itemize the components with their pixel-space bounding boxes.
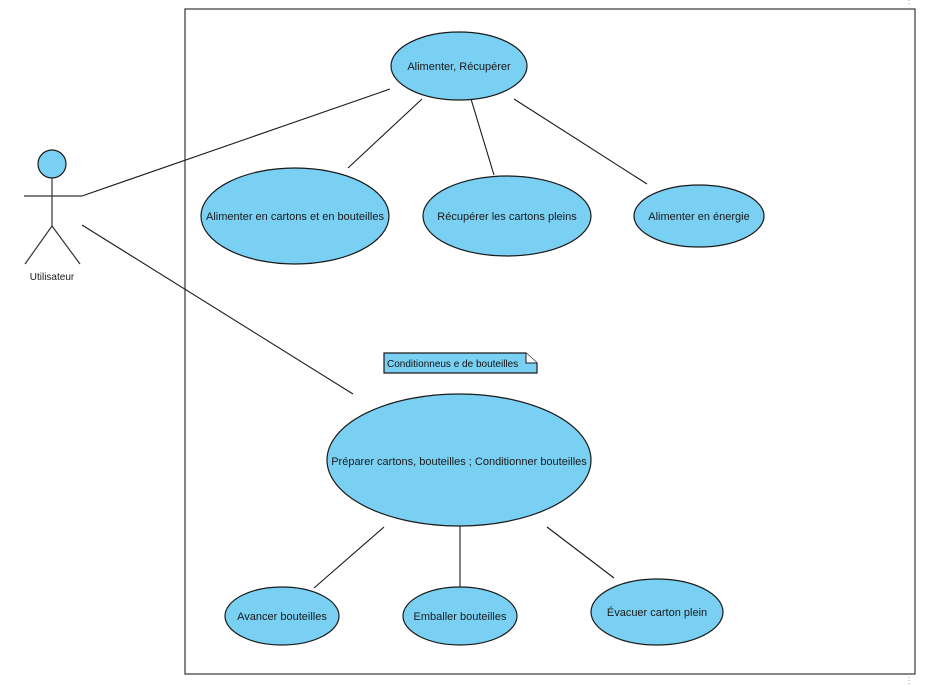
association-avancer-bouteilles[interactable] — [313, 526, 385, 589]
system-boundary[interactable] — [184, 0, 916, 685]
note-shape[interactable] — [383, 352, 538, 374]
usecase-ellipse[interactable] — [224, 586, 340, 646]
usecase-label: Alimenter en énergie — [648, 211, 750, 223]
association-actor-preparer[interactable] — [81, 224, 354, 395]
system-name-label: Conditionneus e de bouteilles — [387, 359, 518, 370]
usecase-ellipse[interactable] — [390, 31, 528, 101]
actor-right-leg-icon — [51, 225, 81, 265]
usecase-evacuer-carton[interactable]: Évacuer carton plein — [590, 578, 724, 646]
usecase-alimenter-recuperer[interactable]: Alimenter, Récupérer — [390, 31, 528, 101]
usecase-label: Emballer bouteilles — [414, 611, 507, 623]
usecase-ellipse[interactable] — [422, 175, 592, 257]
usecase-label: Évacuer carton plein — [607, 606, 707, 619]
usecase-emballer-bouteilles[interactable]: Emballer bouteilles — [402, 586, 518, 646]
actor-left-leg-icon — [24, 225, 53, 265]
association-evacuer-carton[interactable] — [546, 526, 615, 579]
usecase-alimenter-energie[interactable]: Alimenter en énergie — [633, 184, 765, 248]
usecase-ellipse[interactable] — [633, 184, 765, 248]
usecase-ellipse[interactable] — [326, 393, 592, 527]
association-recuperer-cartons[interactable] — [470, 98, 495, 176]
system-name-note[interactable]: Conditionneus e de bouteilles — [383, 352, 538, 374]
usecase-preparer-conditionner[interactable]: Préparer cartons, bouteilles ; Condition… — [326, 393, 592, 527]
note-folded-corner-icon — [525, 353, 537, 364]
usecase-alimenter-cartons[interactable]: Alimenter en cartons et en bouteilles — [200, 167, 390, 265]
usecase-ellipse[interactable] — [590, 578, 724, 646]
actor-label: Utilisateur — [30, 272, 75, 283]
usecase-label: Alimenter, Récupérer — [407, 61, 511, 73]
usecase-ellipse[interactable] — [200, 167, 390, 265]
associations — [81, 88, 648, 589]
usecase-label: Alimenter en cartons et en bouteilles — [206, 211, 384, 223]
association-alimenter-cartons[interactable] — [347, 98, 423, 169]
actor-utilisateur[interactable]: Utilisateur — [24, 149, 82, 283]
usecase-label: Avancer bouteilles — [237, 611, 327, 623]
association-alimenter-energie[interactable] — [513, 98, 648, 185]
actor-head-icon — [37, 149, 67, 179]
association-actor-alimenter-recuperer[interactable] — [81, 88, 391, 197]
usecase-recuperer-cartons[interactable]: Récupérer les cartons pleins — [422, 175, 592, 257]
usecase-ellipse[interactable] — [402, 586, 518, 646]
usecase-avancer-bouteilles[interactable]: Avancer bouteilles — [224, 586, 340, 646]
system-boundary-rect[interactable] — [184, 8, 916, 675]
usecase-label: Préparer cartons, bouteilles ; Condition… — [331, 456, 587, 468]
usecase-label: Récupérer les cartons pleins — [437, 211, 577, 223]
